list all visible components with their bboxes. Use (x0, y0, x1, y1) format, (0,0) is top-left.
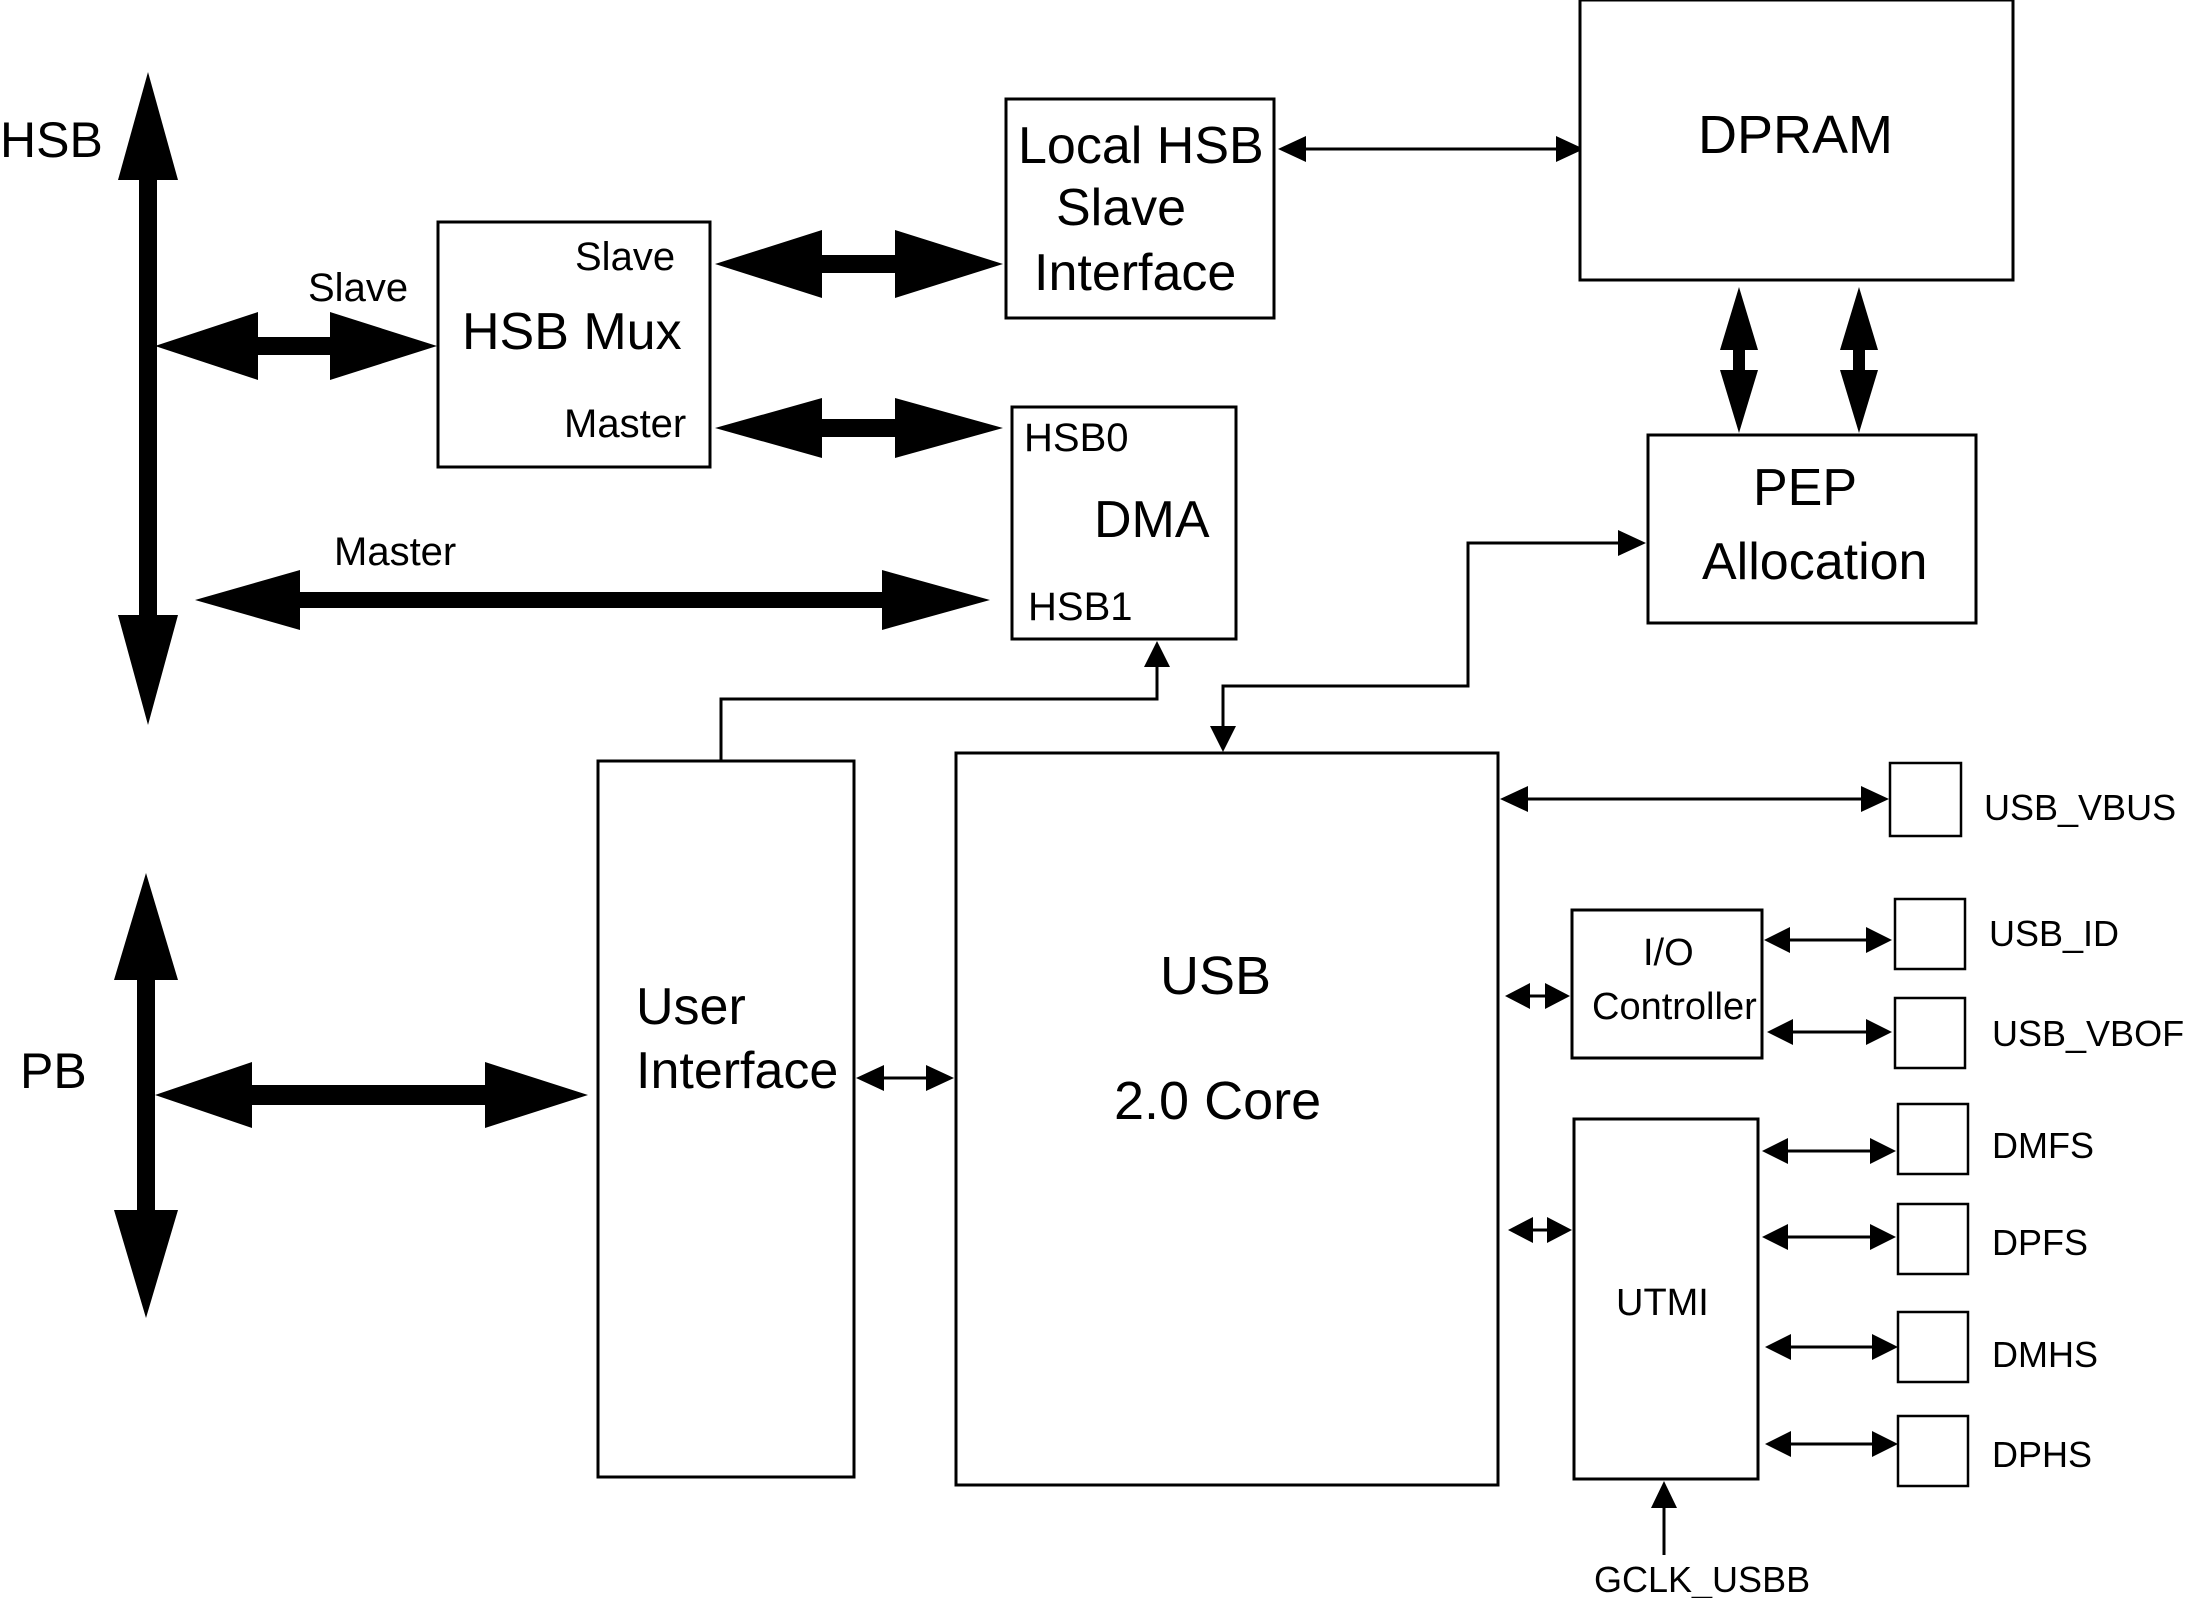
dmfs-pin (1896, 1102, 1970, 1176)
io-controller-line1: I/O (1643, 932, 1694, 974)
pb-to-user-interface-arrow (155, 1062, 588, 1128)
hsb-bus-label: HSB (0, 112, 103, 168)
hsb-mux-master-port: Master (564, 402, 686, 446)
gclk-to-utmi-arrow (1651, 1481, 1677, 1555)
utmi-block (1572, 1117, 1760, 1481)
pep-to-usb-core-connector (1210, 530, 1646, 752)
usb-core-line2: 2.0 Core (1114, 1071, 1321, 1131)
pep-allocation-block (1646, 433, 1978, 625)
usb-core-line1: USB (1160, 946, 1271, 1006)
dma-hsb0-port: HSB0 (1024, 416, 1129, 460)
user-interface-to-dma-connector (719, 641, 1170, 760)
dmfs-label: DMFS (1992, 1125, 2094, 1166)
pb-bus-label: PB (20, 1043, 87, 1099)
local-hsb-line3: Interface (1034, 244, 1236, 302)
user-interface-line2: Interface (636, 1042, 838, 1100)
mux-to-dma-arrow (715, 398, 1003, 458)
dma-block (1010, 405, 1238, 641)
pep-line2: Allocation (1702, 533, 1927, 591)
hsb-master-label: Master (334, 530, 456, 574)
io-controller-line2: Controller (1592, 986, 1757, 1028)
hsb-mux-block (436, 220, 712, 469)
dphs-label: DPHS (1992, 1434, 2092, 1475)
dmhs-pin (1896, 1310, 1970, 1384)
usb-core-to-utmi-arrow (1508, 1217, 1572, 1243)
usb-core-to-io-controller-arrow (1505, 983, 1570, 1009)
usb-core-block (954, 751, 1500, 1487)
dpfs-label: DPFS (1992, 1222, 2088, 1263)
user-interface-line1: User (636, 978, 746, 1036)
pb-bus-arrow (114, 873, 178, 1318)
utmi-to-dphs-arrow (1765, 1431, 1898, 1457)
utmi-to-dmhs-arrow (1765, 1334, 1898, 1360)
gclk-usbb-label: GCLK_USBB (1594, 1559, 1810, 1598)
mux-to-local-hsb-arrow (715, 230, 1003, 298)
hsb-to-dma-arrow (195, 570, 990, 630)
dpram-block (1578, 0, 2015, 282)
usb-vbus-pin (1888, 761, 1963, 838)
local-hsb-line2: Slave (1056, 179, 1186, 237)
hsb-mux-slave-port: Slave (575, 235, 675, 279)
user-interface-to-usb-core-arrow (856, 1065, 954, 1091)
io-controller-to-usb-vbof-arrow (1767, 1019, 1892, 1045)
io-controller-to-usb-id-arrow (1764, 927, 1892, 953)
dpfs-pin (1896, 1202, 1970, 1276)
hsb-to-mux-arrow (155, 312, 437, 380)
utmi-to-dpfs-arrow (1762, 1224, 1896, 1250)
dma-title: DMA (1094, 491, 1210, 549)
dphs-pin (1896, 1414, 1970, 1488)
hsb-slave-label: Slave (308, 266, 408, 310)
usb-vbof-label: USB_VBOF (1992, 1013, 2184, 1054)
usb-id-pin (1893, 897, 1967, 971)
dma-hsb1-port: HSB1 (1028, 585, 1133, 629)
user-interface-block (596, 759, 856, 1479)
usb-id-label: USB_ID (1989, 913, 2119, 954)
pep-line1: PEP (1753, 459, 1857, 517)
usb-core-to-vbus-arrow (1500, 786, 1889, 812)
hsb-bus-arrow (118, 72, 178, 725)
local-hsb-line1: Local HSB (1018, 117, 1264, 175)
dmhs-label: DMHS (1992, 1334, 2098, 1375)
dpram-to-pep-arrow-left (1720, 287, 1758, 433)
utmi-title: UTMI (1616, 1282, 1709, 1324)
local-hsb-to-dpram-arrow (1278, 136, 1584, 162)
dpram-title: DPRAM (1698, 105, 1893, 165)
dpram-to-pep-arrow-right (1840, 287, 1878, 433)
hsb-mux-title: HSB Mux (462, 303, 682, 361)
usb-vbof-pin (1893, 996, 1967, 1070)
usb-vbus-label: USB_VBUS (1984, 787, 2176, 828)
io-controller-block (1570, 908, 1764, 1060)
local-hsb-slave-interface-block (1004, 97, 1276, 320)
utmi-to-dmfs-arrow (1762, 1138, 1896, 1164)
